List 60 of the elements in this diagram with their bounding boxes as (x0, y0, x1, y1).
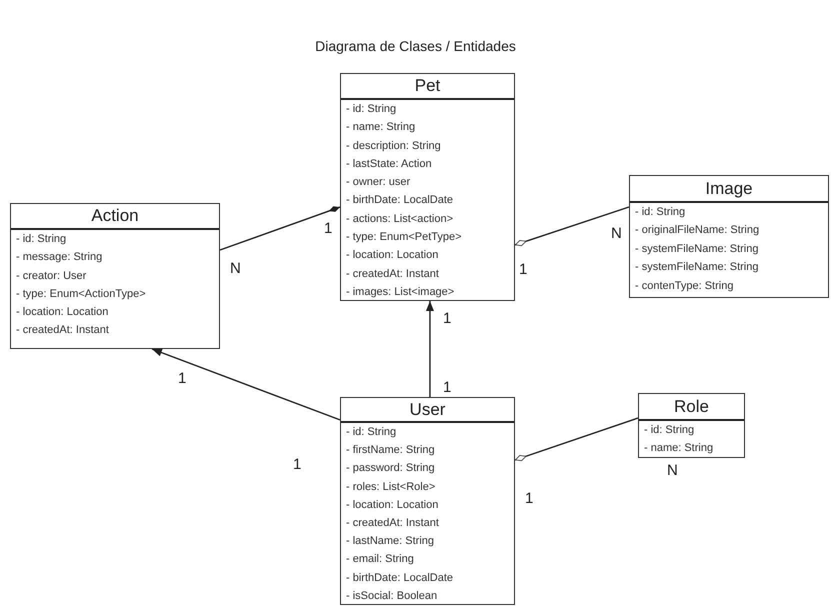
multiplicity-label: 1 (324, 221, 332, 236)
attribute-text: - id: String (634, 205, 686, 220)
association-line (220, 206, 340, 251)
attribute-text: - password: String (345, 461, 436, 476)
attribute-text: - systemFileName: String (634, 242, 760, 257)
attribute-text: - contenType: String (634, 278, 734, 294)
attribute-text: - createdAt: Instant (15, 323, 110, 338)
attribute-text: - location: Location (345, 248, 440, 264)
multiplicity-label: N (611, 226, 622, 241)
class-name: Image (705, 178, 753, 198)
attribute-text: - location: Location (345, 498, 440, 513)
class-name: Pet (414, 76, 440, 96)
multiplicity-label: 1 (519, 262, 528, 277)
multiplicity-label: 1 (525, 491, 534, 506)
attribute-text: - lastName: String (345, 534, 436, 550)
class-box (638, 393, 745, 458)
attribute-text: - email: String (345, 552, 415, 568)
attribute-text: - id: String (15, 232, 68, 247)
attribute-text: - creator: User (15, 268, 88, 284)
multiplicity-label: N (667, 463, 678, 478)
multiplicity-label: 1 (178, 371, 186, 386)
attribute-text: - id: String (345, 425, 398, 440)
attribute-text: - lastState: Action (345, 156, 433, 172)
class-box (10, 203, 220, 349)
attribute-text: - actions: List<action> (345, 212, 454, 227)
attribute-text: - images: List<image> (345, 284, 456, 300)
attribute-text: - description: String (345, 138, 442, 154)
attribute-text: - message: String (15, 250, 104, 266)
association-line (514, 206, 630, 246)
association-line (514, 417, 638, 462)
multiplicity-label: N (230, 261, 241, 276)
attribute-text: - owner: user (345, 175, 412, 190)
multiplicity-label: 1 (443, 380, 452, 395)
arrow (152, 348, 340, 421)
attribute-text: - location: Location (15, 305, 110, 320)
attribute-text: - birthDate: LocalDate (345, 193, 454, 208)
attribute-text: - type: Enum<PetType> (345, 230, 463, 246)
attribute-text: - id: String (345, 102, 398, 117)
attribute-text: - name: String (643, 441, 714, 456)
class-box (340, 73, 515, 301)
multiplicity-label: 1 (293, 457, 302, 472)
class-box (629, 175, 829, 298)
multiplicity-label: 1 (443, 311, 452, 326)
attribute-text: - birthDate: LocalDate (345, 570, 454, 586)
attribute-text: - id: String (643, 423, 696, 438)
class-name: User (410, 400, 446, 420)
attribute-text: - firstName: String (345, 443, 436, 458)
attribute-text: - createdAt: Instant (345, 266, 440, 282)
attribute-text: - systemFileName: String (634, 260, 760, 276)
class-box (340, 397, 515, 605)
attribute-text: - type: Enum<ActionType> (15, 286, 147, 302)
arrow (426, 301, 434, 397)
class-name: Role (674, 396, 709, 416)
class-name: Action (91, 206, 139, 226)
attribute-text: - originalFileName: String (634, 223, 760, 238)
attribute-text: - isSocial: Boolean (345, 588, 438, 604)
attribute-text: - name: String (345, 120, 416, 136)
diagram-title: Diagrama de Clases / Entidades (314, 38, 517, 54)
attribute-text: - createdAt: Instant (345, 516, 440, 531)
attribute-text: - roles: List<Role> (345, 480, 436, 495)
